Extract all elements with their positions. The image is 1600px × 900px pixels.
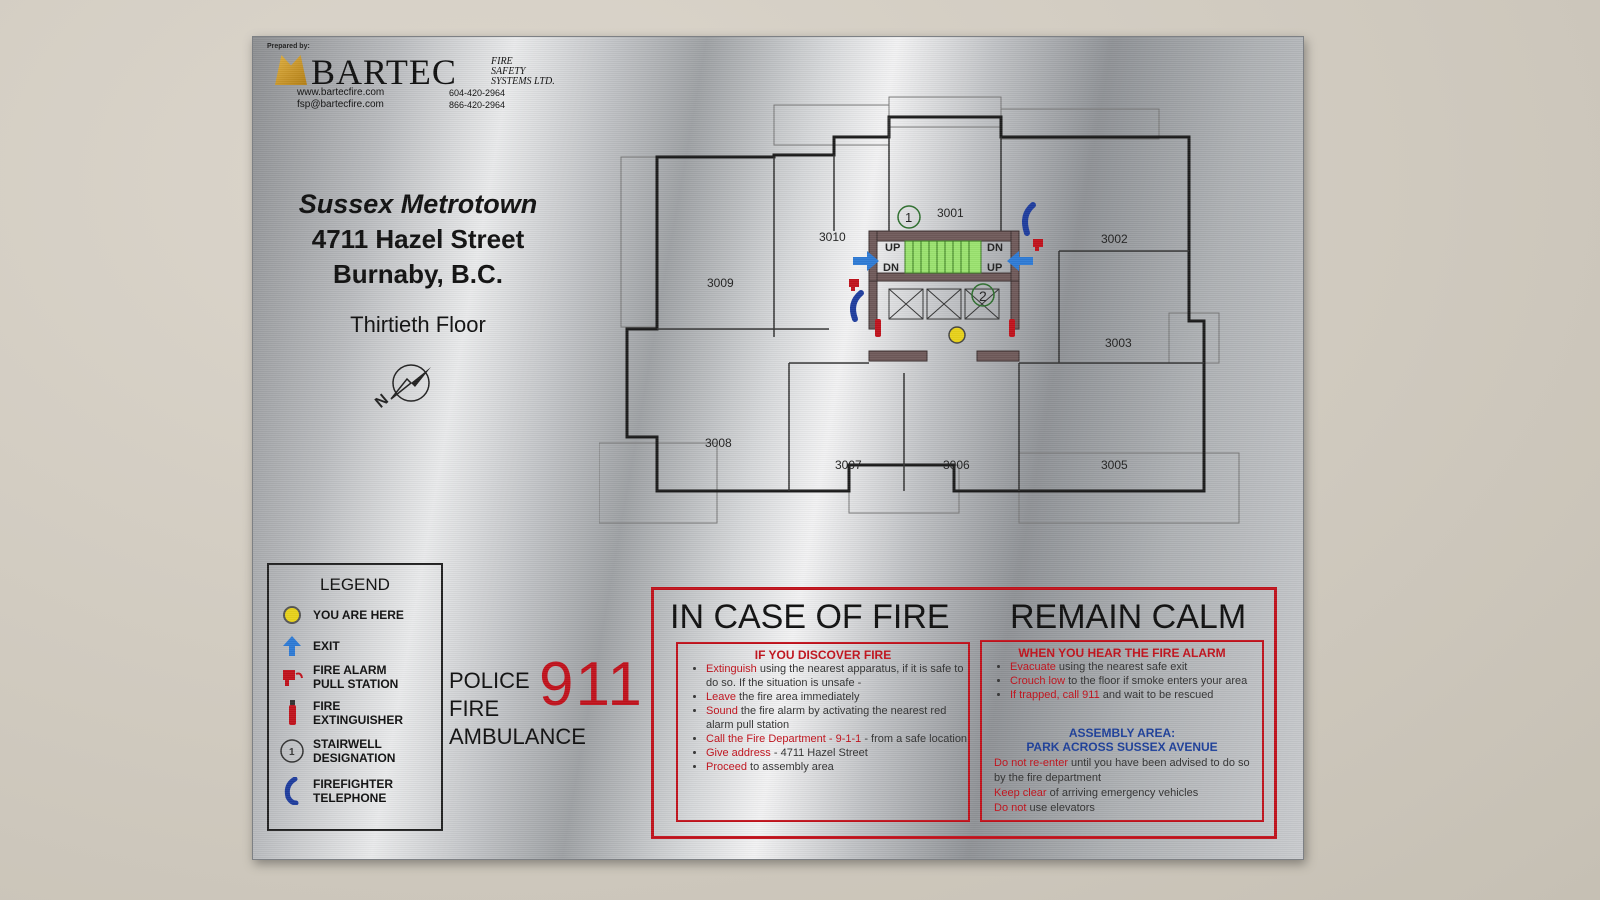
- unit-3001: 3001: [937, 206, 964, 220]
- discover-title: IF YOU DISCOVER FIRE: [754, 648, 892, 662]
- fire-instructions-box: IN CASE OF FIRE REMAIN CALM IF YOU DISCO…: [651, 587, 1277, 839]
- list-item: If trapped, call 911 and wait to be resc…: [1010, 688, 1247, 702]
- emergency-number: 911: [539, 650, 644, 719]
- if-you-discover-fire-box: IF YOU DISCOVER FIRE Extinguish using th…: [676, 642, 970, 822]
- firefighter-telephone-icon: [850, 290, 864, 322]
- fire-extinguisher-icon: [1009, 319, 1015, 337]
- building-name: Sussex Metrotown: [298, 189, 538, 219]
- svg-text:N: N: [372, 391, 392, 411]
- list-item: Crouch low to the floor if smoke enters …: [1010, 674, 1247, 688]
- legend-title: LEGEND: [320, 575, 390, 594]
- email-text: fsp@bartecfire.com: [297, 99, 384, 110]
- svg-text:DN: DN: [987, 242, 1003, 254]
- unit-3005: 3005: [1101, 458, 1128, 472]
- note-line: Do not re-enter until you have been advi…: [994, 757, 1250, 784]
- unit-3007: 3007: [835, 458, 862, 472]
- list-item: Evacuate using the nearest safe exit: [1010, 660, 1247, 674]
- svg-text:1: 1: [289, 747, 295, 758]
- fire-extinguisher-icon: [279, 699, 305, 727]
- brand-contact-phone: 604-420-2964 866-420-2964: [449, 87, 505, 111]
- ambulance-label: AMBULANCE: [449, 724, 586, 749]
- stairwell-2-label: 2: [979, 288, 987, 304]
- note-line: Do not use elevators: [994, 802, 1095, 814]
- alarm-notes: Do not re-enter until you have been advi…: [994, 756, 1262, 816]
- exit-arrow-icon: [853, 251, 879, 271]
- emergency-services: POLICE FIRE AMBULANCE: [449, 667, 586, 751]
- fire-alarm-icon: [849, 279, 859, 291]
- heading-in-case-of-fire: IN CASE OF FIRE: [670, 598, 950, 636]
- fire-alarm-icon: [1033, 239, 1043, 251]
- svg-text:UP: UP: [987, 262, 1002, 274]
- floor-name: Thirtieth Floor: [350, 312, 486, 337]
- fire-extinguisher-icon: [875, 319, 881, 337]
- exit-arrow-icon: [279, 635, 305, 657]
- stairwell-icon: 1: [279, 738, 305, 764]
- unit-3002: 3002: [1101, 232, 1128, 246]
- svg-text:DN: DN: [883, 262, 899, 274]
- stairwell-1-label: 1: [905, 210, 912, 225]
- website-text: www.bartecfire.com: [297, 87, 385, 98]
- you-are-here-icon: [948, 326, 966, 344]
- discover-list: Extinguish using the nearest apparatus, …: [692, 662, 968, 774]
- exit-arrow-icon: [1007, 251, 1033, 271]
- phone-2: 866-420-2964: [449, 100, 506, 110]
- firefighter-telephone-icon: [1022, 202, 1036, 236]
- alarm-title: WHEN YOU HEAR THE FIRE ALARM: [1018, 646, 1226, 660]
- bartec-logo-icon: [275, 55, 307, 85]
- svg-text:UP: UP: [885, 242, 900, 254]
- fire-label: FIRE: [449, 696, 500, 721]
- list-item: Proceed to assembly area: [706, 760, 968, 774]
- fire-alarm-icon: [279, 666, 305, 688]
- you-are-here-icon: [279, 605, 305, 625]
- north-compass-icon: N: [371, 359, 441, 424]
- unit-3008: 3008: [705, 436, 732, 450]
- floor-plan: UP DN DN UP 1 2 3001 3002: [598, 93, 1259, 538]
- brand-contact-web: www.bartecfire.com fsp@bartecfire.com: [297, 87, 384, 111]
- stairwell-icon: [971, 283, 995, 307]
- unit-3009: 3009: [707, 276, 734, 290]
- city: Burnaby, B.C.: [333, 259, 503, 289]
- when-you-hear-alarm-box: WHEN YOU HEAR THE FIRE ALARM Evacuate us…: [980, 640, 1264, 822]
- unit-3003: 3003: [1105, 336, 1132, 350]
- firefighter-telephone-icon: [279, 777, 305, 805]
- brand-name: BARTEC: [311, 52, 457, 92]
- assembly-place: PARK ACROSS SUSSEX AVENUE: [1026, 740, 1218, 754]
- unit-3006: 3006: [943, 458, 970, 472]
- legend-item: EXIT: [279, 635, 340, 657]
- assembly-title: ASSEMBLY AREA:: [1068, 726, 1176, 740]
- stairwell-icon: [897, 205, 921, 229]
- list-item: Extinguish using the nearest apparatus, …: [706, 662, 968, 690]
- list-item: Leave the fire area immediately: [706, 690, 968, 704]
- building-address: Sussex Metrotown 4711 Hazel Street Burna…: [253, 189, 583, 338]
- unit-3010: 3010: [819, 230, 846, 244]
- prepared-by-label: Prepared by:: [267, 43, 310, 50]
- note-line: Keep clear of arriving emergency vehicle…: [994, 787, 1199, 799]
- heading-remain-calm: REMAIN CALM: [1010, 598, 1247, 636]
- assembly-area: ASSEMBLY AREA: PARK ACROSS SUSSEX AVENUE: [982, 726, 1262, 754]
- list-item: Call the Fire Department - 9-1-1 - from …: [706, 732, 968, 746]
- alarm-list: Evacuate using the nearest safe exit Cro…: [996, 660, 1247, 702]
- police-label: POLICE: [449, 668, 530, 693]
- street-address: 4711 Hazel Street: [311, 224, 525, 254]
- list-item: Give address - 4711 Hazel Street: [706, 746, 968, 760]
- list-item: Sound the fire alarm by activating the n…: [706, 704, 968, 732]
- phone-1: 604-420-2964: [449, 88, 506, 98]
- legend-item: YOU ARE HERE: [279, 605, 404, 625]
